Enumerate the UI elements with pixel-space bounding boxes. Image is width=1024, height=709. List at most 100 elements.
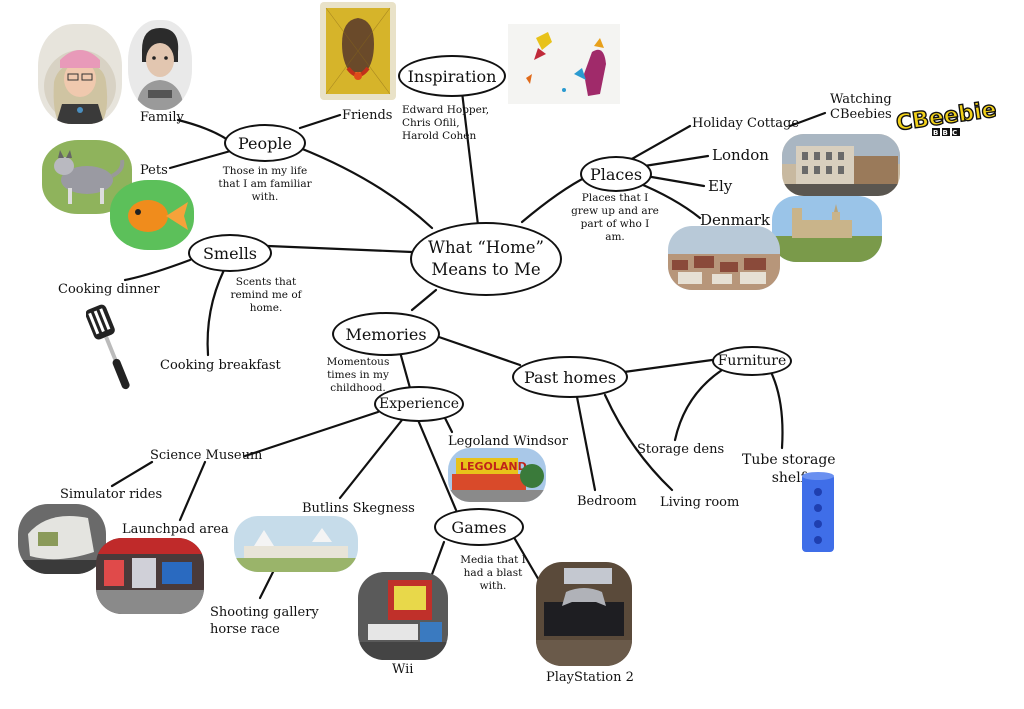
leaf-butlins: Butlins Skegness <box>302 501 415 516</box>
line-center-inspiration <box>460 90 480 227</box>
center-title-line1: What “Home” <box>428 238 544 257</box>
line-pasthomes-furniture <box>622 358 714 374</box>
line-pasthomes-bedroom <box>575 395 597 492</box>
node-games-label: Games <box>451 517 507 537</box>
line-smells-breakfast <box>206 268 226 357</box>
node-experience: Experience <box>374 386 464 422</box>
london-street-photo <box>782 134 900 196</box>
leaf-ps2: PlayStation 2 <box>546 670 634 685</box>
leaf-watching-line2: CBeebies <box>830 107 892 122</box>
line-places-cottage <box>628 124 692 162</box>
leaf-bedroom: Bedroom <box>577 494 637 509</box>
node-smells-label: Smells <box>202 243 258 263</box>
launchpad-photo <box>96 538 204 614</box>
bbc-wordmark: BBC <box>933 129 961 137</box>
node-people-label: People <box>238 133 292 153</box>
leaf-cooking-dinner: Cooking dinner <box>58 282 160 297</box>
leaf-shooting: Shooting gallery horse race <box>210 604 319 638</box>
portrait-boy-icon <box>128 20 192 110</box>
legoland-photo: LEGOLAND <box>448 448 546 502</box>
note-people: Those in my life that I am familiar with… <box>218 165 312 203</box>
line-exp-butlins <box>338 418 404 500</box>
leaf-wii: Wii <box>392 662 414 677</box>
line-furniture-tube <box>768 368 784 450</box>
node-furniture: Furniture <box>712 346 792 376</box>
line-memories-experience <box>398 350 412 390</box>
center-node: What “Home” Means to Me <box>410 222 562 296</box>
leaf-simulator: Simulator rides <box>60 487 163 502</box>
leaf-friends: Friends <box>342 108 393 123</box>
leaf-tube-storage-line1: Tube storage <box>742 452 836 468</box>
note-memories: Momentous times in my childhood. <box>326 356 390 394</box>
leaf-pets: Pets <box>140 163 168 178</box>
note-smells: Scents that remind me of home. <box>230 276 302 314</box>
line-science-simulator <box>110 460 154 488</box>
cbeebies-logo: CBeebies BBC <box>892 96 996 140</box>
painting-icon <box>320 2 396 100</box>
node-past-homes: Past homes <box>512 356 628 398</box>
leaf-shooting-line2: horse race <box>210 622 280 637</box>
leaf-storage-dens: Storage dens <box>637 442 725 457</box>
leaf-ely: Ely <box>708 177 733 195</box>
node-places-label: Places <box>589 164 643 184</box>
leaf-tube-storage-line2: shelf <box>771 470 806 486</box>
node-smells: Smells <box>188 234 272 272</box>
line-science-launchpad <box>178 460 207 522</box>
butlins-photo <box>234 516 358 572</box>
abstract-art-icon <box>508 24 620 104</box>
simulator-photo <box>18 504 106 574</box>
leaf-family: Family <box>140 110 184 125</box>
note-inspiration-line3: Harold Cohen <box>402 130 477 142</box>
line-places-london <box>636 154 710 169</box>
line-exp-games <box>416 418 458 512</box>
line-smells-dinner <box>123 258 192 282</box>
leaf-denmark: Denmark <box>700 211 770 229</box>
note-inspiration: Edward Hopper, Chris Ofili, Harold Cohen <box>402 104 492 143</box>
leaf-living-room: Living room <box>660 495 740 510</box>
denmark-city-photo <box>668 226 780 290</box>
leaf-science-museum: Science Museum <box>150 448 263 463</box>
line-games-ps2 <box>510 532 542 584</box>
node-experience-label: Experience <box>379 396 459 412</box>
leaf-tube-storage: Tube storage shelf <box>742 451 836 487</box>
portrait-woman-icon <box>38 24 122 124</box>
note-inspiration-line2: Chris Ofili, <box>402 117 460 129</box>
line-people-family <box>176 118 230 142</box>
line-center-people <box>298 146 434 230</box>
node-inspiration-label: Inspiration <box>407 66 497 86</box>
line-center-memories <box>410 288 438 312</box>
leaf-launchpad: Launchpad area <box>122 522 229 537</box>
note-games: Media that I had a blast with. <box>460 554 526 592</box>
node-memories-label: Memories <box>345 324 427 344</box>
note-inspiration-line1: Edward Hopper, <box>402 104 490 116</box>
leaf-london: London <box>712 146 769 164</box>
leaf-shooting-line1: Shooting gallery <box>210 605 319 620</box>
goldfish-icon <box>110 180 194 250</box>
line-people-friends <box>298 113 342 130</box>
node-inspiration: Inspiration <box>398 55 506 97</box>
tube-shelf-icon <box>800 470 836 556</box>
wii-photo <box>358 572 448 660</box>
leaf-cooking-breakfast: Cooking breakfast <box>160 358 281 373</box>
node-places: Places <box>580 156 652 192</box>
leaf-watching-line1: Watching <box>830 92 892 107</box>
ps2-photo <box>536 562 632 666</box>
line-exp-science <box>243 410 380 458</box>
line-pasthomes-living <box>603 393 674 492</box>
node-furniture-label: Furniture <box>717 353 787 369</box>
line-cottage-cbeebies <box>788 111 827 128</box>
ely-cathedral-photo <box>772 196 882 262</box>
line-center-smells <box>266 244 414 254</box>
leaf-legoland: Legoland Windsor <box>448 434 568 449</box>
line-memories-pasthomes <box>434 334 522 367</box>
line-butlins-shooting <box>258 568 276 600</box>
leaf-watching: Watching CBeebies <box>830 92 892 122</box>
node-games: Games <box>434 508 524 546</box>
center-title-line2: Means to Me <box>431 260 541 279</box>
line-people-pets <box>168 148 236 170</box>
node-people: People <box>224 124 306 162</box>
line-furniture-dens <box>673 368 724 442</box>
node-memories: Memories <box>332 312 440 356</box>
spatula-icon <box>86 298 146 396</box>
